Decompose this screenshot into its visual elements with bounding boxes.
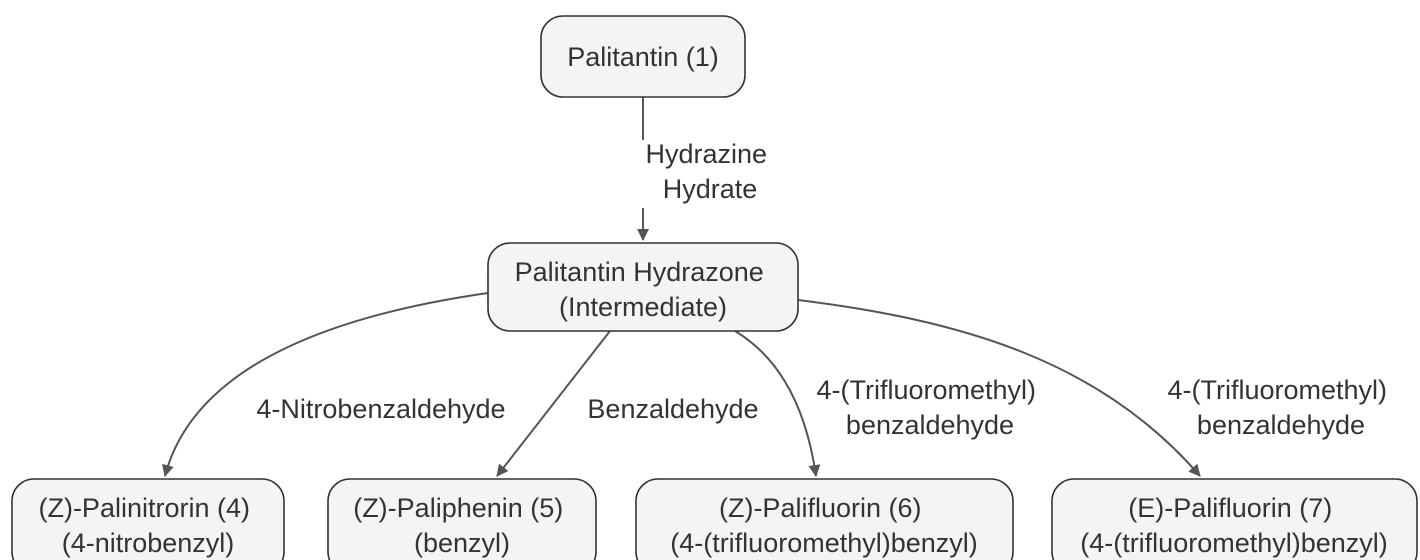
edge-label-tfm-z-line-2: benzaldehyde bbox=[846, 410, 1014, 440]
svg-text:4-Nitrobenzaldehyde: 4-Nitrobenzaldehyde bbox=[256, 394, 505, 424]
nodes: Palitantin (1) Palitantin Hydrazone (Int… bbox=[11, 15, 1418, 560]
svg-text:(E)-Palifluorin (7) (4: (E)-Palifluorin (7) (4-(trifluoromethyl)… bbox=[1080, 493, 1388, 558]
edge-label-tfm-e-line-2: benzaldehyde bbox=[1197, 410, 1365, 440]
node-hydrazone-line-1: Palitantin Hydrazone bbox=[515, 257, 764, 287]
svg-text:Palitantin (1): Palitantin (1) bbox=[567, 42, 719, 72]
svg-text:(Z)-Palinitrorin (4) (: (Z)-Palinitrorin (4) (4-nitrobenzyl) bbox=[38, 493, 257, 558]
node-palinitrorin: (Z)-Palinitrorin (4) (4-nitrobenzyl) bbox=[11, 478, 285, 560]
edge-label-hydrazine: Hydrazine Hydrate bbox=[642, 139, 780, 208]
edge-label-hydrazine-line-2: Hydrate bbox=[663, 174, 758, 204]
edge-hydrazone-to-palinitrorin bbox=[161, 292, 489, 477]
node-palinitrorin-line-1: (Z)-Palinitrorin (4) bbox=[38, 493, 250, 523]
node-hydrazone-line-2: (Intermediate) bbox=[559, 292, 727, 322]
node-paliphenin: (Z)-Paliphenin (5) (benzyl) bbox=[327, 478, 597, 560]
svg-text:Hydrazine Hydrate: Hydrazine Hydrate bbox=[645, 139, 774, 204]
svg-text:(Z)-Palifluorin (6) (4: (Z)-Palifluorin (6) (4-(trifluoromethyl)… bbox=[670, 493, 978, 558]
node-paliphenin-line-2: (benzyl) bbox=[414, 528, 510, 558]
edge-labels: Hydrazine Hydrate 4-Nitrobenzaldehyde Be… bbox=[256, 139, 1394, 440]
svg-text:Palitantin Hydrazone (: Palitantin Hydrazone (Intermediate) bbox=[515, 257, 772, 322]
edges bbox=[161, 97, 1201, 477]
node-hydrazone: Palitantin Hydrazone (Intermediate) bbox=[487, 242, 799, 332]
node-palifluorin-e: (E)-Palifluorin (7) (4-(trifluoromethyl)… bbox=[1051, 478, 1418, 560]
node-palifluorin-e-line-1: (E)-Palifluorin (7) bbox=[1128, 493, 1332, 523]
edge-label-nitrobenzaldehyde: 4-Nitrobenzaldehyde bbox=[256, 394, 505, 424]
edge-hydrazone-to-palifluorin-e bbox=[797, 299, 1201, 477]
svg-text:4-(Trifluoromethyl) be: 4-(Trifluoromethyl) benzaldehyde bbox=[816, 375, 1043, 440]
node-palifluorin-z-line-2: (4-(trifluoromethyl)benzyl) bbox=[670, 528, 978, 558]
edge-label-tfm-z-line-1: 4-(Trifluoromethyl) bbox=[816, 375, 1036, 405]
svg-text:Benzaldehyde: Benzaldehyde bbox=[587, 394, 758, 424]
node-palifluorin-e-line-2: (4-(trifluoromethyl)benzyl) bbox=[1080, 528, 1388, 558]
edge-label-benzaldehyde: Benzaldehyde bbox=[587, 394, 758, 424]
edge-label-nitrobenzaldehyde-line-1: 4-Nitrobenzaldehyde bbox=[256, 394, 505, 424]
node-palitantin-line-1: Palitantin (1) bbox=[567, 42, 719, 72]
edge-hydrazone-to-paliphenin bbox=[496, 330, 611, 477]
edge-hydrazone-to-palifluorin-z bbox=[734, 330, 821, 477]
node-paliphenin-line-1: (Z)-Paliphenin (5) bbox=[353, 493, 563, 523]
edge-label-benzaldehyde-line-1: Benzaldehyde bbox=[587, 394, 758, 424]
edge-label-tfm-e: 4-(Trifluoromethyl) benzaldehyde bbox=[1167, 375, 1394, 440]
node-palifluorin-z: (Z)-Palifluorin (6) (4-(trifluoromethyl)… bbox=[635, 478, 1014, 560]
svg-text:(Z)-Paliphenin (5) (be: (Z)-Paliphenin (5) (benzyl) bbox=[353, 493, 571, 558]
edge-label-tfm-e-line-1: 4-(Trifluoromethyl) bbox=[1167, 375, 1387, 405]
node-palifluorin-z-line-1: (Z)-Palifluorin (6) bbox=[719, 493, 922, 523]
svg-text:4-(Trifluoromethyl) be: 4-(Trifluoromethyl) benzaldehyde bbox=[1167, 375, 1394, 440]
node-palitantin: Palitantin (1) bbox=[540, 15, 746, 98]
node-palinitrorin-line-2: (4-nitrobenzyl) bbox=[62, 528, 235, 558]
edge-label-hydrazine-line-1: Hydrazine bbox=[645, 139, 767, 169]
edge-label-tfm-z: 4-(Trifluoromethyl) benzaldehyde bbox=[816, 375, 1043, 440]
